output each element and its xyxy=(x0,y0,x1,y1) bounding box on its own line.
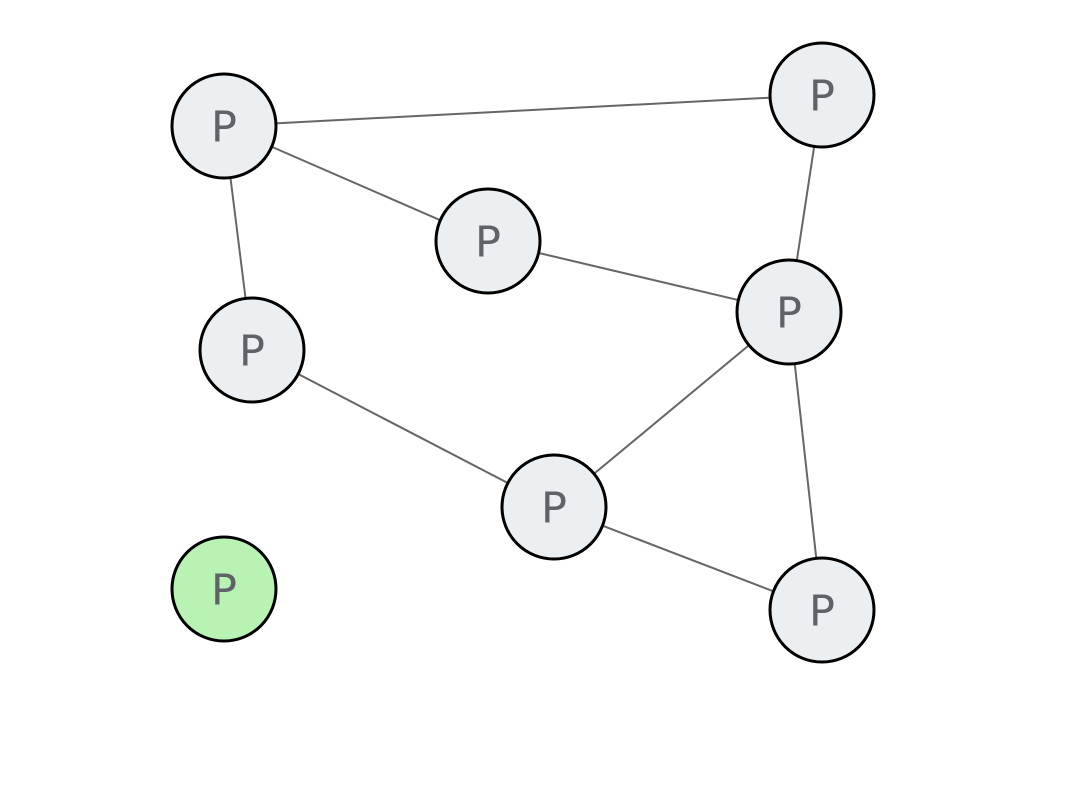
graph-node-n8[interactable]: P xyxy=(170,535,278,643)
graph-node-n5[interactable]: P xyxy=(198,296,306,404)
graph-node-n6[interactable]: P xyxy=(500,453,608,561)
node-circle-n7 xyxy=(768,556,876,664)
graph-node-n2[interactable]: P xyxy=(768,41,876,149)
node-label-n3: P xyxy=(475,217,501,267)
node-label-n8: P xyxy=(211,565,237,615)
graph-node-n1[interactable]: P xyxy=(170,72,278,180)
node-circle-n2 xyxy=(768,41,876,149)
node-label-n7: P xyxy=(809,586,835,636)
nodes-layer: P P P P P P P P xyxy=(170,41,876,664)
node-circle-n3 xyxy=(434,187,542,295)
graph-node-n7[interactable]: P xyxy=(768,556,876,664)
node-circle-n8 xyxy=(170,535,278,643)
node-circle-n1 xyxy=(170,72,278,180)
node-label-n4: P xyxy=(776,288,802,338)
node-label-n1: P xyxy=(211,102,237,152)
node-circle-n4 xyxy=(735,258,843,366)
graph-node-n4[interactable]: P xyxy=(735,258,843,366)
node-label-n6: P xyxy=(541,483,567,533)
graph-edge-n1-n2 xyxy=(223,94,823,127)
graph-edge-n5-n6 xyxy=(251,349,555,508)
graph-node-n3[interactable]: P xyxy=(434,187,542,295)
node-circle-n6 xyxy=(500,453,608,561)
node-label-n5: P xyxy=(239,326,265,376)
node-circle-n5 xyxy=(198,296,306,404)
node-label-n2: P xyxy=(809,71,835,121)
